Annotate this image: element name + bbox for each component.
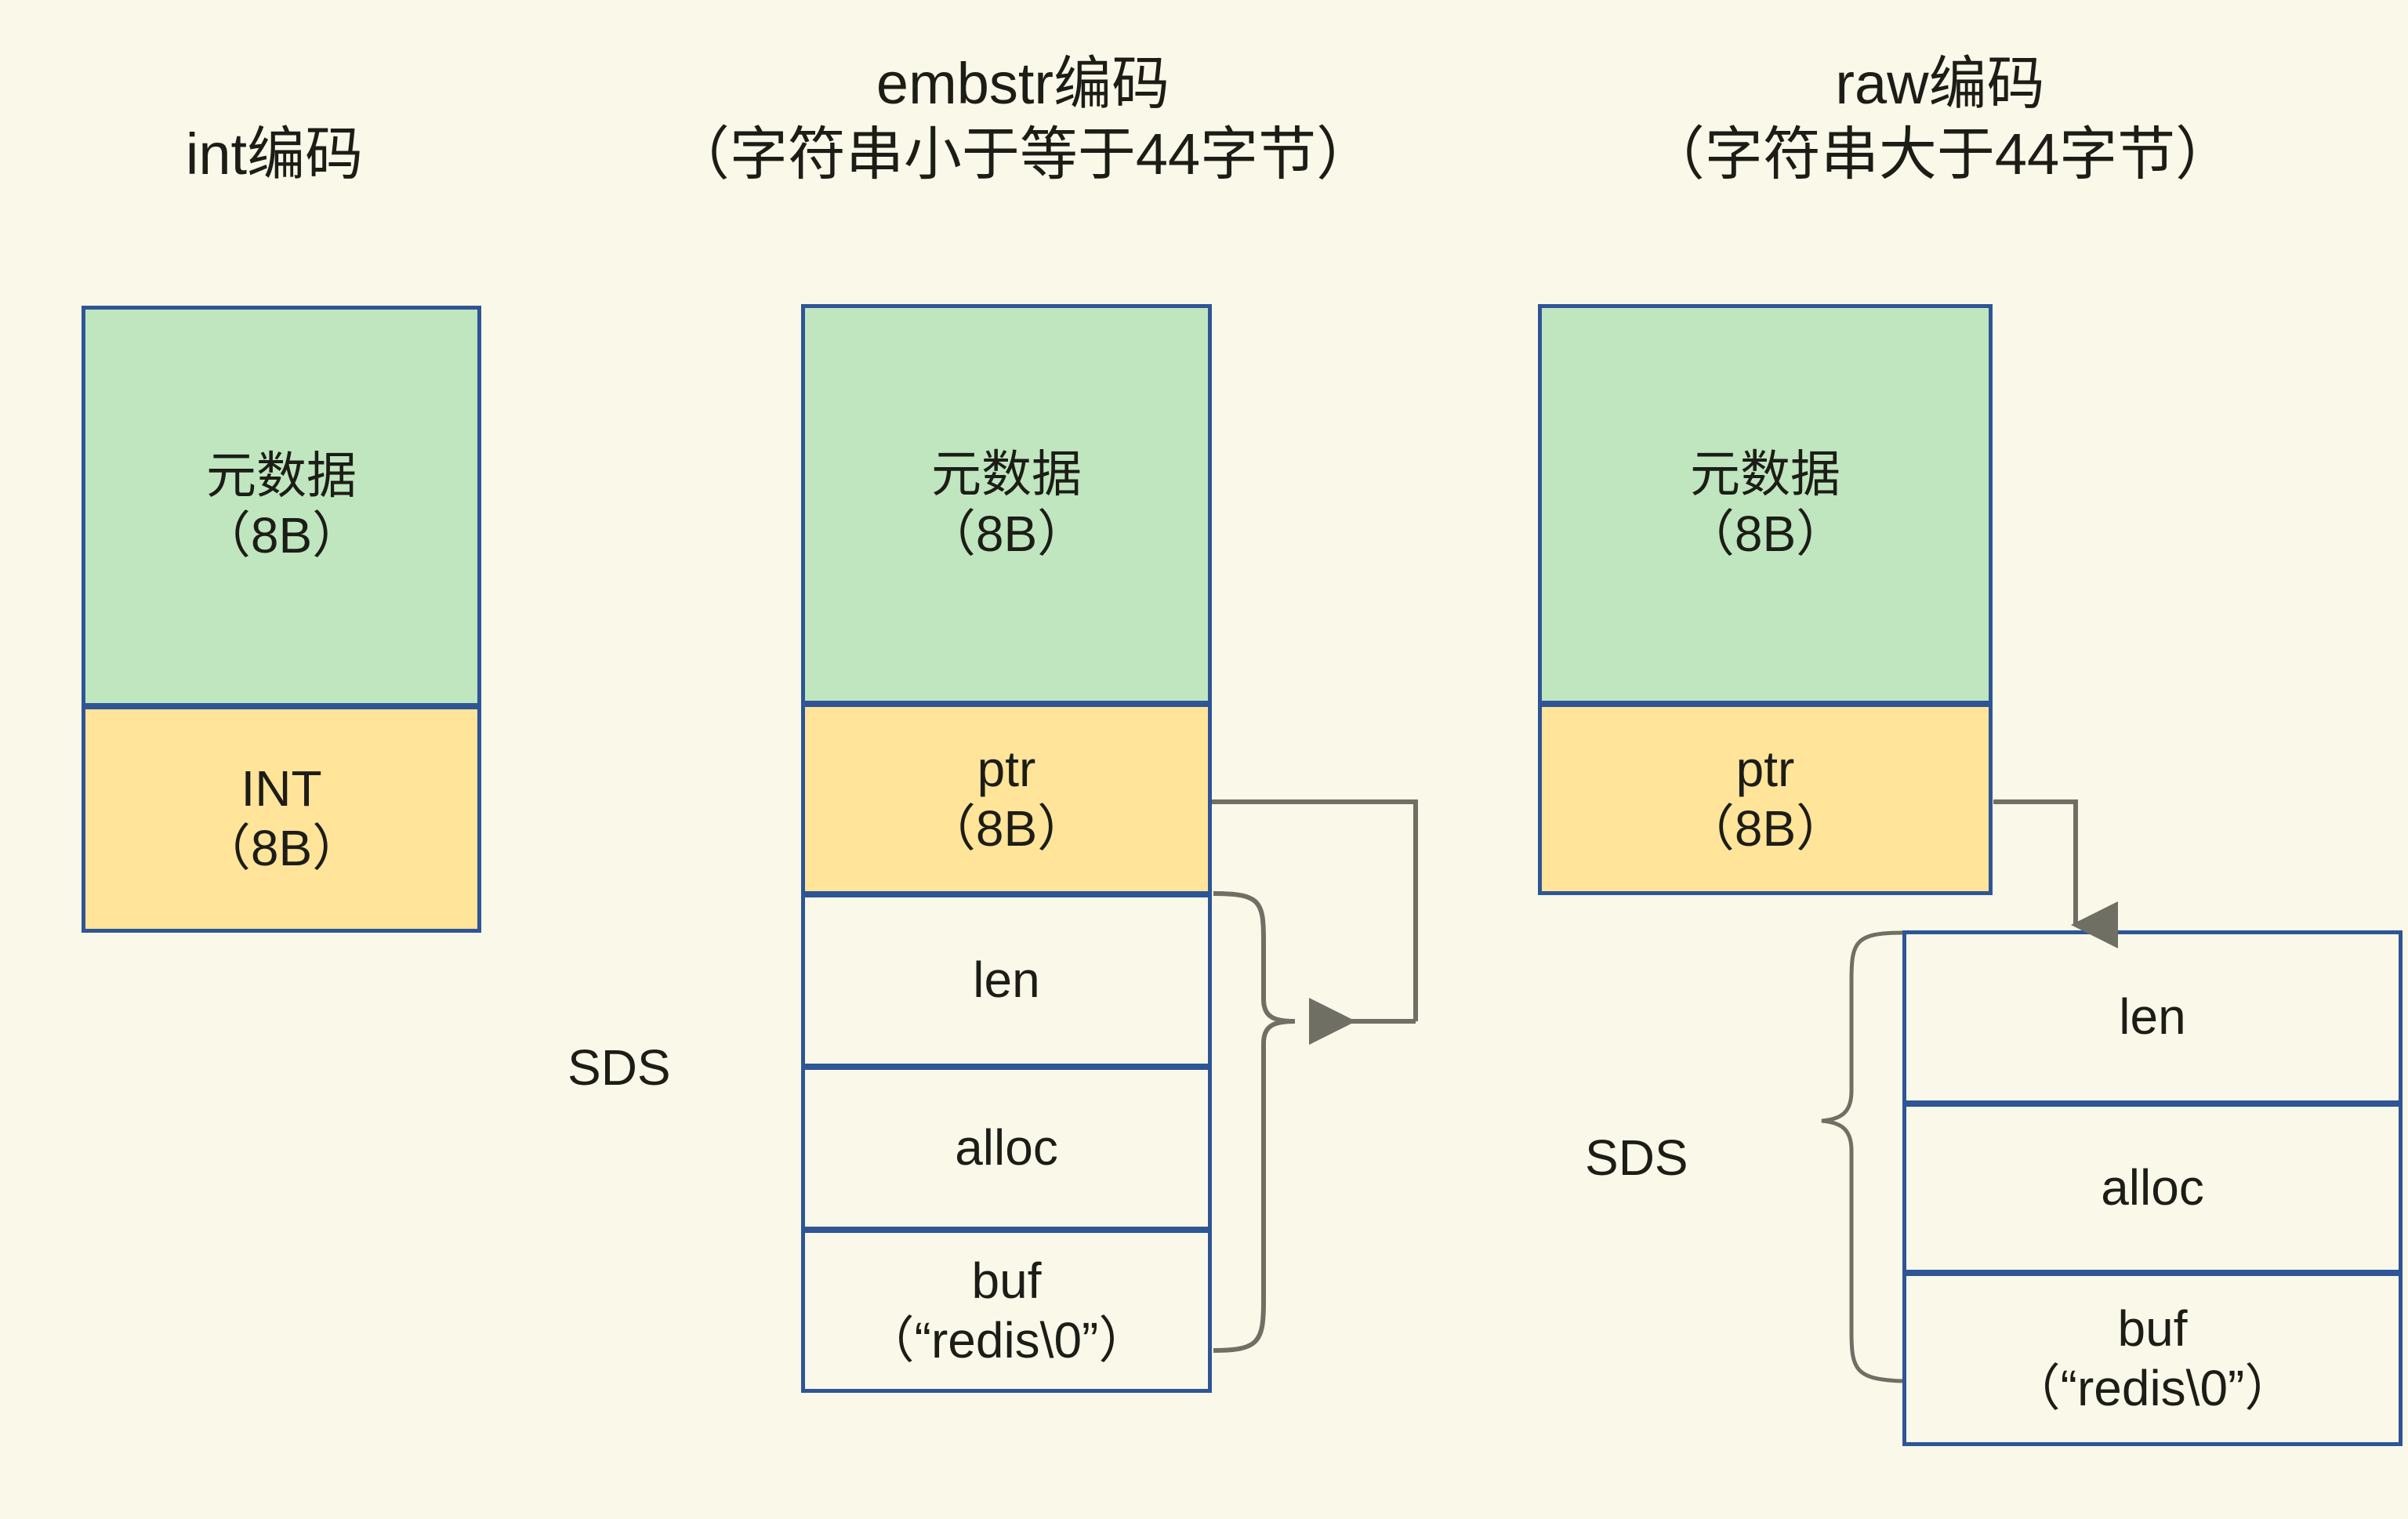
raw-buf-block: buf （“redis\0”） bbox=[1902, 1272, 2403, 1446]
embstr-alloc-block: alloc bbox=[801, 1066, 1212, 1231]
int-value-block: INT （8B） bbox=[82, 705, 481, 933]
embstr-buf-block: buf （“redis\0”） bbox=[801, 1229, 1212, 1393]
embstr-ptr-arrow-path bbox=[1212, 799, 1418, 1021]
embstr-ptr-block: ptr （8B） bbox=[801, 703, 1212, 895]
raw-ptr-arrow bbox=[1993, 799, 2118, 948]
int-metadata-block: 元数据 （8B） bbox=[82, 306, 481, 707]
embstr-len-block: len bbox=[801, 894, 1212, 1068]
embstr-sds-label: SDS bbox=[568, 1039, 671, 1096]
column-title-int: int编码 bbox=[185, 121, 364, 187]
embstr-sds-brace bbox=[1213, 891, 1296, 1353]
raw-len-block: len bbox=[1902, 930, 2403, 1104]
raw-ptr-block: ptr （8B） bbox=[1538, 703, 1993, 895]
column-title-embstr: embstr编码 （字符串小于等于44字节） bbox=[671, 51, 1375, 187]
raw-metadata-block: 元数据 （8B） bbox=[1538, 304, 1993, 705]
column-title-raw: raw编码 （字符串大于44字节） bbox=[1646, 51, 2234, 187]
raw-sds-label: SDS bbox=[1585, 1129, 1688, 1186]
raw-sds-brace bbox=[1821, 930, 1903, 1383]
raw-alloc-block: alloc bbox=[1902, 1103, 2403, 1274]
embstr-metadata-block: 元数据 （8B） bbox=[801, 304, 1212, 705]
